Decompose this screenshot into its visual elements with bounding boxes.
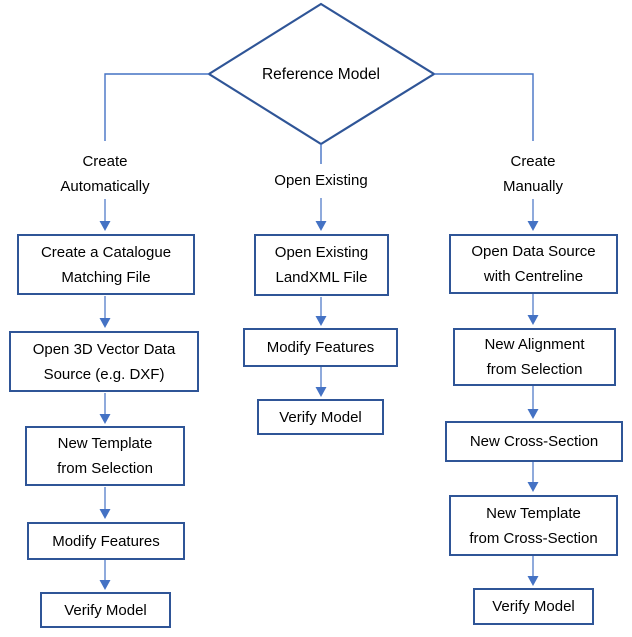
step-box-open-3d-vector-data-source: Open 3D Vector Data Source (e.g. DXF) [9,331,199,392]
arrow-right-step3-to-step4 [527,462,539,492]
step-box-open-existing-landxml-file: Open Existing LandXML File [254,234,389,296]
step-box-modify-features-middle: Modify Features [243,328,398,367]
arrow-left-step4-to-step5 [99,560,111,590]
connector-elbow-left [104,73,209,141]
arrow-left-step2-to-step3 [99,393,111,424]
arrow-right-step4-to-step5 [527,556,539,586]
connector-elbow-right [434,73,534,141]
step-box-create-catalogue-matching-file: Create a Catalogue Matching File [17,234,195,295]
step-box-verify-model-left: Verify Model [40,592,171,628]
arrow-left-label-to-step1 [99,199,111,231]
arrow-right-step2-to-step3 [527,386,539,419]
branch-label-create-manually: Create Manually [502,153,564,195]
branch-label-create-automatically: Create Automatically [60,153,150,195]
arrow-middle-step2-to-step3 [315,367,327,397]
arrow-right-step1-to-step2 [527,294,539,325]
arrow-left-step3-to-step4 [99,487,111,519]
arrow-right-label-to-step1 [527,199,539,231]
step-box-new-template-from-cross-section: New Template from Cross-Section [449,495,618,556]
step-box-new-template-from-selection: New Template from Selection [25,426,185,486]
step-box-verify-model-right: Verify Model [473,588,594,625]
step-box-open-data-source-with-centreline: Open Data Source with Centreline [449,234,618,294]
arrow-middle-label-to-step1 [315,198,327,231]
arrow-left-step1-to-step2 [99,296,111,328]
step-box-verify-model-middle: Verify Model [257,399,384,435]
step-box-new-alignment-from-selection: New Alignment from Selection [453,328,616,386]
step-box-new-cross-section: New Cross-Section [445,421,623,462]
arrow-middle-step1-to-step2 [315,297,327,326]
decision-label: Reference Model [261,65,381,83]
step-box-modify-features-left: Modify Features [27,522,185,560]
branch-label-open-existing: Open Existing [274,171,368,189]
